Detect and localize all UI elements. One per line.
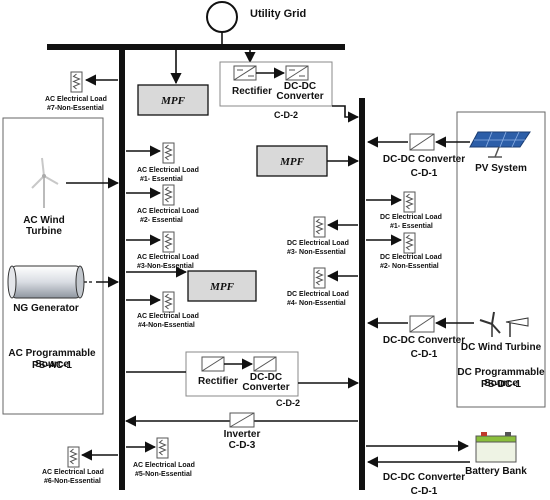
svg-text:DC-DC Converter: DC-DC Converter — [383, 335, 465, 346]
pv-panel-icon — [469, 131, 531, 158]
svg-text:#3- Non-Essential: #3- Non-Essential — [287, 249, 346, 256]
utility-grid-label: Utility Grid — [250, 8, 306, 20]
svg-text:C-D-1: C-D-1 — [411, 349, 438, 360]
dc-load-2: DC Electrical Load #2- Non-Essential — [366, 232, 442, 270]
wind-turbine-icon — [31, 157, 59, 208]
svg-text:DC Electrical Load: DC Electrical Load — [380, 214, 442, 221]
wind-dcdc-converter: DC-DC Converter C-D-1 — [366, 315, 465, 360]
svg-text:PS-DC-1: PS-DC-1 — [481, 379, 521, 390]
svg-text:AC Electrical Load: AC Electrical Load — [133, 462, 195, 469]
svg-text:PS-AC-1: PS-AC-1 — [32, 360, 72, 371]
resistor-icon — [162, 142, 175, 164]
ac-load-2: AC Electrical Load #2- Essential — [126, 184, 199, 224]
svg-text:AC Electrical Load: AC Electrical Load — [137, 313, 199, 320]
svg-text:#1- Essential: #1- Essential — [390, 223, 433, 230]
svg-text:MPF: MPF — [279, 156, 305, 168]
mpf-box-top: MPF — [137, 47, 209, 116]
ac-load-6: AC Electrical Load #6-Non-Essential — [42, 446, 118, 485]
dc-programmable-source: PV System DC Wind Turbine DC Programmabl… — [434, 111, 546, 408]
rectifier-label: Rectifier — [232, 86, 272, 97]
svg-text:MPF: MPF — [160, 95, 186, 107]
svg-text:NG Generator: NG Generator — [13, 303, 79, 314]
svg-text:AC Electrical Load: AC Electrical Load — [137, 254, 199, 261]
svg-text:#2- Essential: #2- Essential — [140, 217, 183, 224]
svg-text:DC Electrical Load: DC Electrical Load — [380, 254, 442, 261]
battery-icon — [475, 432, 517, 463]
dc-load-1: DC Electrical Load #1- Essential — [366, 191, 442, 230]
svg-text:C-D-2: C-D-2 — [276, 398, 300, 408]
resistor-icon — [156, 437, 169, 459]
svg-text:Inverter: Inverter — [224, 429, 261, 440]
svg-text:DC Wind Turbine: DC Wind Turbine — [461, 342, 542, 353]
top-rectifier-converter: Rectifier DC-DC Converter C-D-2 — [219, 47, 360, 123]
svg-text:DC-DC Converter: DC-DC Converter — [383, 154, 465, 165]
generator-icon — [7, 265, 94, 299]
pv-dcdc-converter: DC-DC Converter C-D-1 — [366, 133, 465, 179]
svg-text:PV System: PV System — [475, 163, 527, 174]
svg-text:#2- Non-Essential: #2- Non-Essential — [380, 263, 439, 270]
svg-text:AC Electrical Load: AC Electrical Load — [137, 167, 199, 174]
svg-text:#4-Non-Essential: #4-Non-Essential — [138, 322, 195, 329]
ac-load-1: AC Electrical Load #1- Essential — [126, 142, 199, 183]
svg-text:#5-Non-Essential: #5-Non-Essential — [135, 471, 192, 478]
resistor-icon — [70, 71, 83, 93]
utility-grid-symbol — [206, 1, 238, 33]
svg-text:#3-Non-Essential: #3-Non-Essential — [137, 263, 194, 270]
svg-text:DC Electrical Load: DC Electrical Load — [287, 291, 349, 298]
dcdc-label: DC-DC Converter — [276, 82, 324, 102]
svg-text:#1- Essential: #1- Essential — [140, 176, 183, 183]
dc-wind-turbine-icon — [479, 311, 529, 337]
dc-load-4: DC Electrical Load #4- Non-Essential — [287, 267, 358, 307]
svg-text:Rectifier: Rectifier — [198, 376, 238, 387]
battery-bank: Battery Bank — [465, 432, 527, 477]
mpf-box-ac: MPF — [126, 266, 257, 302]
resistor-icon — [162, 231, 175, 253]
svg-text:#6-Non-Essential: #6-Non-Essential — [44, 478, 101, 485]
dc-load-3: DC Electrical Load #3- Non-Essential — [287, 216, 358, 256]
utility-grid: Utility Grid — [206, 1, 306, 44]
svg-text:C-D-1: C-D-1 — [411, 168, 438, 179]
mid-rectifier-converter: Rectifier DC-DC Converter C-D-2 — [126, 351, 360, 408]
svg-text:AC Electrical Load: AC Electrical Load — [42, 469, 104, 476]
battery-dcdc-converter: DC-DC Converter C-D-1 — [366, 440, 470, 497]
resistor-icon — [403, 191, 416, 213]
dcdc-label: DC-DC Converter — [242, 373, 290, 393]
converter-id: C-D-2 — [274, 110, 298, 120]
inverter: Inverter C-D-3 — [124, 412, 358, 451]
resistor-icon — [162, 184, 175, 206]
svg-text:#4- Non-Essential: #4- Non-Essential — [287, 300, 346, 307]
svg-text:AC Electrical Load: AC Electrical Load — [45, 96, 107, 103]
svg-text:#7-Non-Essential: #7-Non-Essential — [47, 105, 104, 112]
ac-load-5: AC Electrical Load #5-Non-Essential — [126, 437, 195, 478]
resistor-icon — [313, 216, 326, 238]
ac-load-4: AC Electrical Load #4-Non-Essential — [126, 291, 199, 329]
svg-text:Battery Bank: Battery Bank — [465, 466, 527, 477]
mpf-box-dc: MPF — [256, 145, 360, 177]
ac-load-7: AC Electrical Load #7-Non-Essential — [45, 71, 118, 112]
svg-text:C-D-1: C-D-1 — [411, 486, 438, 497]
svg-text:C-D-3: C-D-3 — [229, 440, 256, 451]
svg-text:MPF: MPF — [209, 281, 235, 293]
svg-text:DC Electrical Load: DC Electrical Load — [287, 240, 349, 247]
svg-text:DC-DC Converter: DC-DC Converter — [383, 472, 465, 483]
resistor-icon — [67, 446, 80, 468]
ac-load-3: AC Electrical Load #3-Non-Essential — [126, 231, 199, 270]
resistor-icon — [162, 291, 175, 313]
svg-text:AC Electrical Load: AC Electrical Load — [137, 208, 199, 215]
resistor-icon — [403, 232, 416, 254]
resistor-icon — [313, 267, 326, 289]
